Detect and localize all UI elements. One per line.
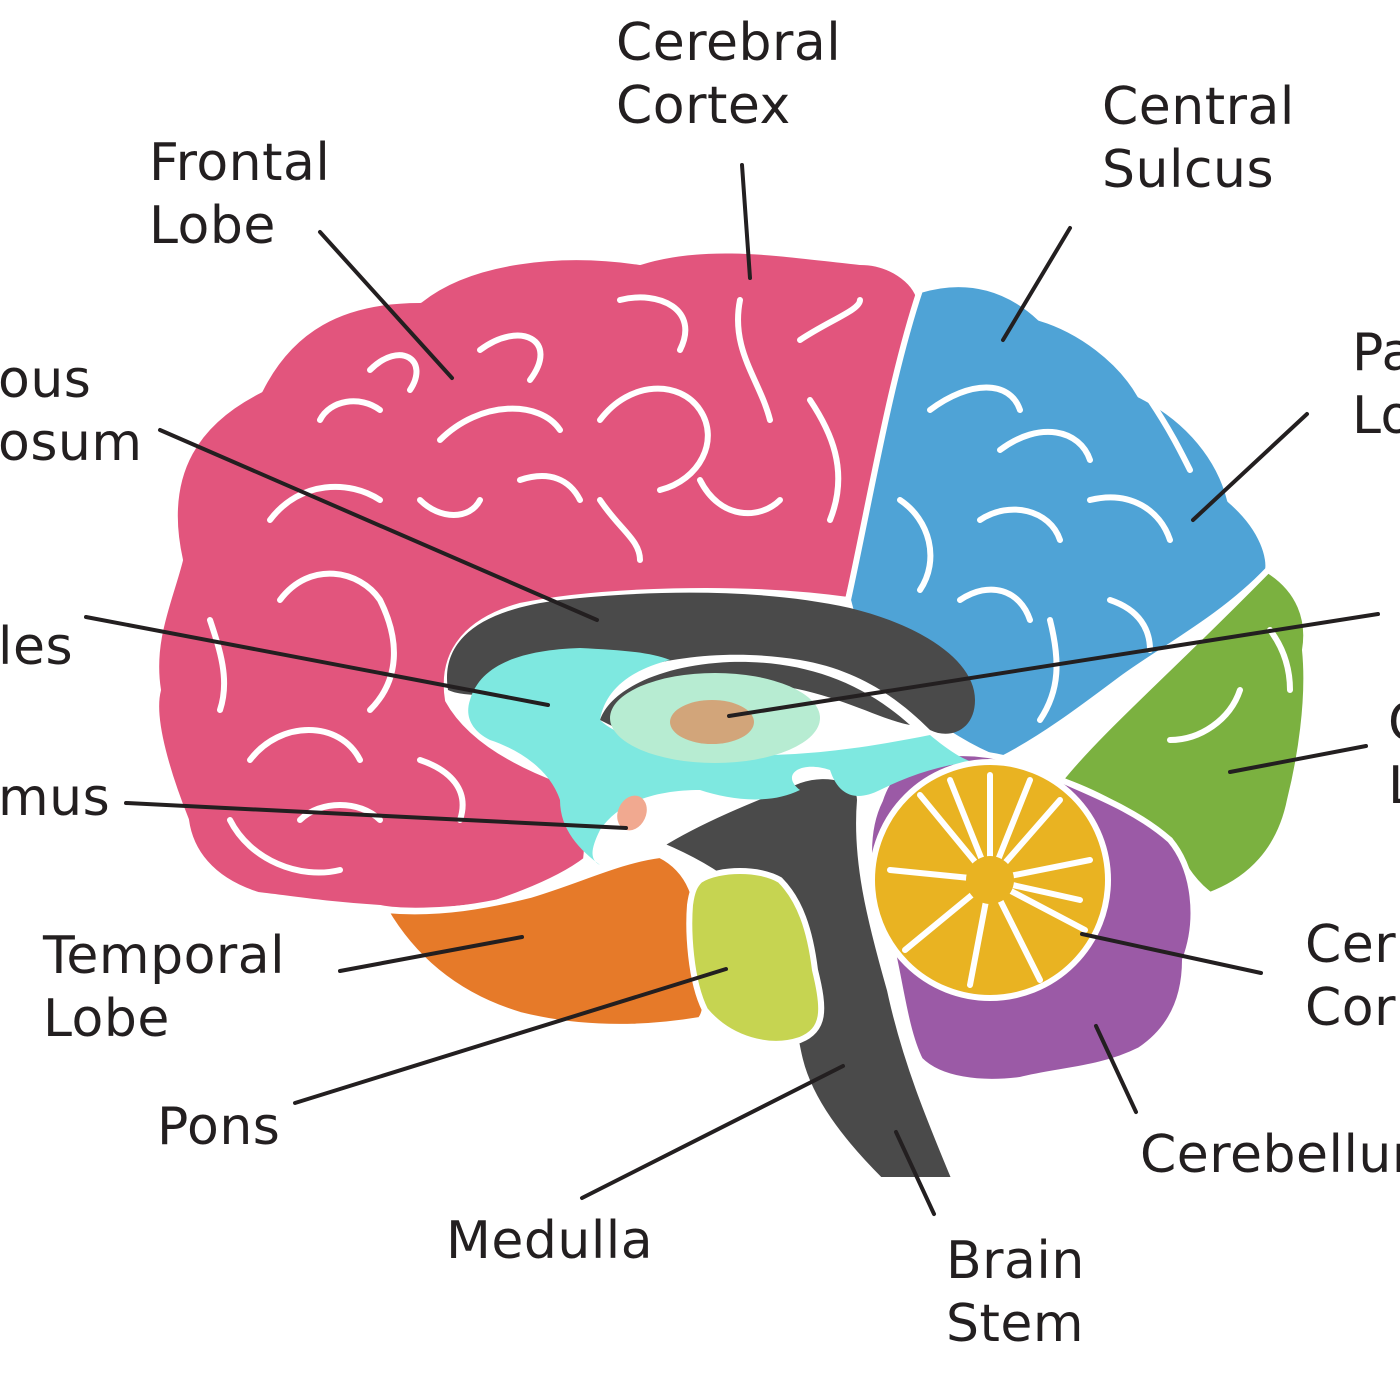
label-cerebellum: Cerebellur	[1140, 1125, 1400, 1185]
label-ventricles: les	[0, 617, 73, 677]
leader-occipital-lobe	[1228, 744, 1368, 774]
occipital-lobe-region	[1057, 567, 1310, 898]
thalamus-center	[670, 700, 754, 744]
pons-region	[686, 868, 825, 1047]
leader-lines	[84, 163, 1380, 1216]
leader-frontal-lobe	[318, 230, 454, 380]
label-pons: Pons	[157, 1097, 280, 1157]
gyri-lines	[207, 294, 1293, 876]
leader-brain-stem	[894, 1130, 936, 1216]
label-central-sulcus: Central Sulcus	[1102, 77, 1312, 200]
label-medulla: Medulla	[446, 1211, 653, 1271]
label-occipital-lobe: O L	[1388, 693, 1400, 816]
leader-medulla	[580, 1064, 845, 1200]
label-temporal-lobe: Temporal Lobe	[42, 926, 302, 1049]
leader-cerebellar-cortex	[1080, 932, 1263, 975]
label-cerebellar-cortex: Cer Cor	[1305, 915, 1400, 1038]
label-thalamus: mus	[0, 768, 110, 828]
label-corpus-callosum: ous osum	[0, 350, 143, 473]
leader-pons	[293, 967, 728, 1105]
leader-corpus-callosum	[158, 428, 599, 622]
label-frontal-lobe: Frontal Lobe	[149, 133, 347, 256]
hypothalamus-region	[617, 795, 647, 831]
leader-thalamus	[727, 612, 1380, 718]
leader-ventricles	[84, 615, 550, 707]
leader-cerebral-cortex	[740, 163, 752, 280]
leader-cerebellum	[1094, 1024, 1138, 1114]
arbor-vitae	[869, 759, 1111, 1001]
leader-hypothalamus	[124, 801, 628, 830]
labels: Cerebral Cortex Central Sulcus Frontal L…	[0, 13, 1400, 1354]
leader-temporal-lobe	[338, 935, 524, 973]
leader-central-sulcus	[1001, 226, 1072, 342]
label-parietal-lobe: Pa Lo	[1352, 323, 1400, 446]
leader-parietal-lobe	[1191, 412, 1309, 522]
label-cerebral-cortex: Cerebral Cortex	[616, 13, 858, 136]
label-brain-stem: Brain Stem	[946, 1231, 1102, 1354]
